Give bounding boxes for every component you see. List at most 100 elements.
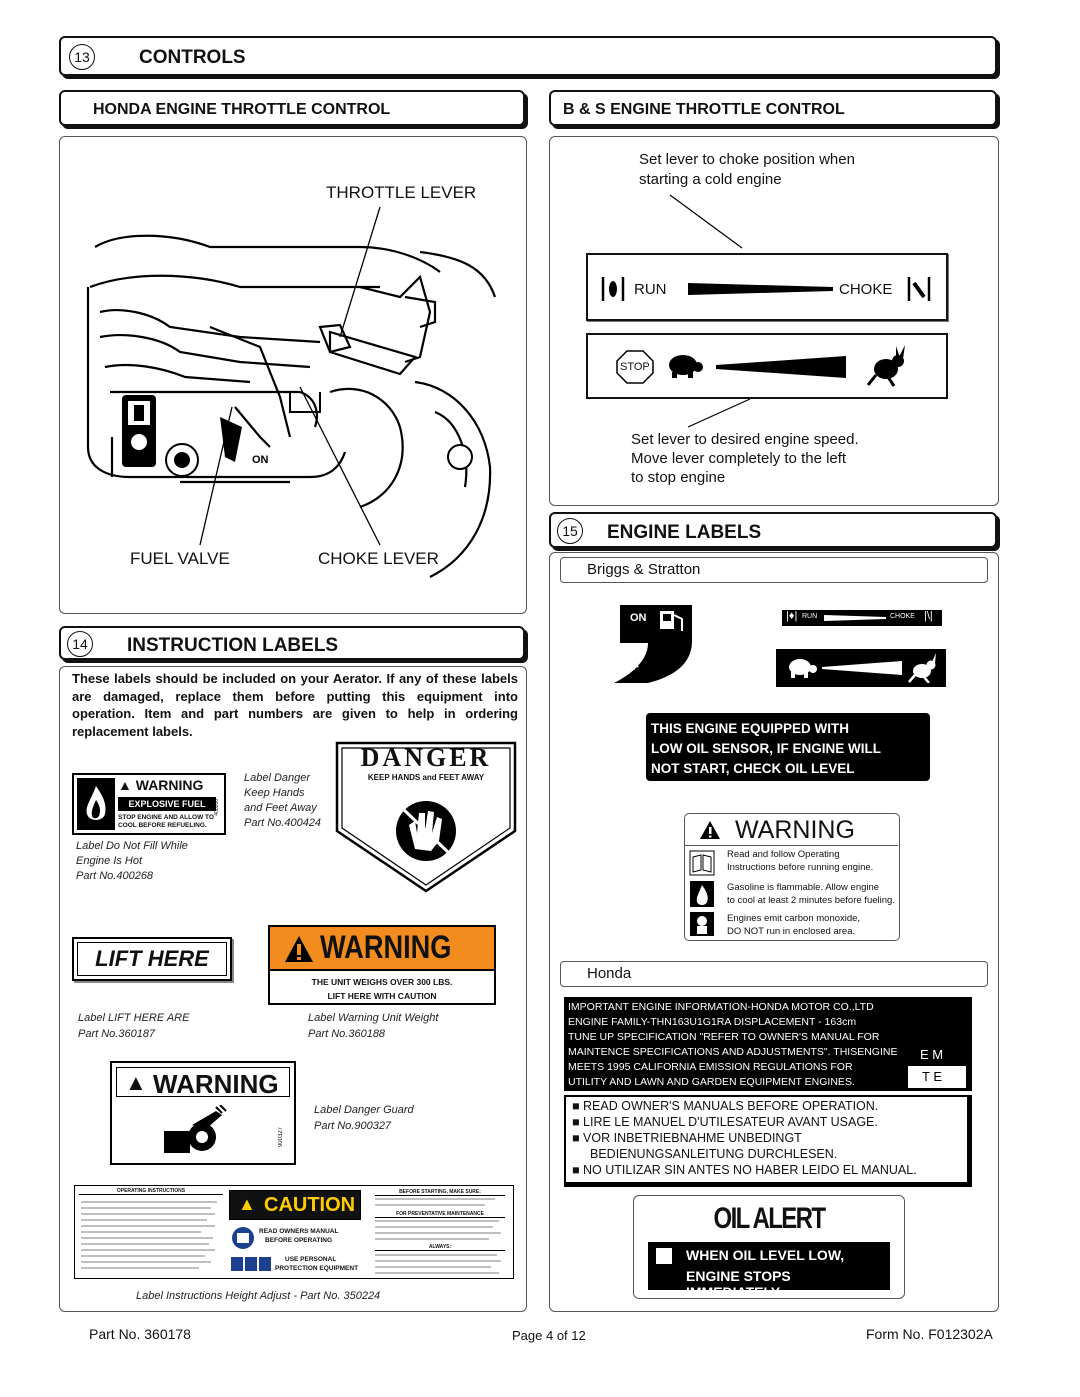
flame-icon bbox=[690, 881, 714, 907]
small-choke-text: CHOKE bbox=[890, 613, 915, 620]
caution-word: CAUTION bbox=[264, 1194, 356, 1216]
weight-warning-word: WARNING bbox=[320, 929, 452, 965]
honda-info-line-4: MAINTENCE SPECIFICATIONS AND ADJUSTMENTS… bbox=[568, 1046, 898, 1058]
throttle-wedge bbox=[688, 283, 833, 295]
choke-icon bbox=[907, 277, 931, 301]
honda-throttle-title: HONDA ENGINE THROTTLE CONTROL bbox=[93, 101, 391, 118]
oil-sensor-line-2: LOW OIL SENSOR, IF ENGINE WILL bbox=[651, 741, 882, 756]
honda-info-line-2: ENGINE FAMILY-THN163U1G1RA DISPLACEMENT … bbox=[568, 1016, 857, 1028]
section-number: 13 bbox=[69, 44, 95, 70]
weight-line-2: LIFT HERE WITH CAUTION bbox=[327, 991, 437, 1001]
oil-alert-label: OIL ALERT WHEN OIL LEVEL LOW, ENGINE STO… bbox=[633, 1195, 905, 1300]
manual-line-2: ■ LIRE LE MANUEL D'UTILESATEUR AVANT USA… bbox=[572, 1115, 878, 1129]
engine-warning-header: WARNING bbox=[685, 814, 898, 846]
choke-lever-label: CHOKE LEVER bbox=[318, 549, 439, 568]
fuel-warning-label: ▲ WARNING EXPLOSIVE FUEL STOP ENGINE AND… bbox=[72, 773, 226, 835]
oil-low-line-1: WHEN OIL LEVEL LOW, bbox=[686, 1247, 845, 1263]
alert-triangle-icon: ▲ bbox=[238, 1194, 256, 1214]
manual-line-4: BEDIENUNGSANLEITUNG DURCHLESEN. bbox=[590, 1147, 838, 1161]
fire-icon bbox=[77, 778, 115, 830]
height-adjust-label: OPERATING INSTRUCTIONS ▲ CAUTION READ OW… bbox=[74, 1185, 514, 1279]
honda-info-label: IMPORTANT ENGINE INFORMATION-HONDA MOTOR… bbox=[564, 997, 972, 1091]
weight-line-1: THE UNIT WEIGHS OVER 300 LBS. bbox=[311, 977, 453, 987]
engine-warning-word: WARNING bbox=[735, 816, 855, 844]
keep-hands-text: KEEP HANDS and FEET AWAY bbox=[367, 773, 485, 782]
lift-here-text: LIFT HERE bbox=[95, 946, 209, 971]
alert-triangle-icon bbox=[700, 821, 720, 839]
warn-row-3-b: DO NOT run in enclosed area. bbox=[727, 926, 856, 937]
read-manual-label: ■ READ OWNER'S MANUALS BEFORE OPERATION.… bbox=[564, 1095, 972, 1187]
read-manual-1: READ OWNERS MANUAL bbox=[259, 1228, 339, 1235]
rabbit-icon bbox=[908, 653, 936, 683]
briggs-tab: Briggs & Stratton bbox=[560, 557, 988, 583]
stop-icon bbox=[616, 350, 654, 384]
op-instructions-title: OPERATING INSTRUCTIONS bbox=[79, 1188, 223, 1195]
oil-bullet-icon bbox=[656, 1248, 672, 1264]
fuel-label-code: 400268 bbox=[214, 799, 220, 816]
on-off-fuel-label bbox=[614, 605, 692, 683]
oil-low-box: WHEN OIL LEVEL LOW, ENGINE STOPS IMMEDIA… bbox=[648, 1242, 890, 1300]
small-speed-plate bbox=[776, 649, 946, 687]
section-number: 14 bbox=[67, 631, 93, 657]
lift-here-label: LIFT HERE bbox=[72, 937, 232, 981]
use-ppe-1: USE PERSONAL bbox=[285, 1256, 337, 1263]
manual-text-2: LIRE LE MANUEL D'UTILESATEUR AVANT USAGE… bbox=[583, 1115, 878, 1129]
bs-pointer-lines bbox=[669, 194, 751, 428]
bs-throttle-header: B & S ENGINE THROTTLE CONTROL bbox=[549, 90, 997, 126]
manual-line-5: ■ NO UTILIZAR SIN ANTES NO HABER LEIDO E… bbox=[572, 1163, 917, 1177]
manual-line-1: ■ READ OWNER'S MANUALS BEFORE OPERATION. bbox=[572, 1099, 878, 1113]
speed-plate: STOP bbox=[586, 333, 948, 399]
warn-row-2-a: Gasoline is flammable. Allow engine bbox=[727, 882, 880, 893]
stop-engine-text-2: COOL BEFORE REFUELING. bbox=[118, 822, 207, 829]
engine-warning-label: WARNING Read and follow Operating Instru… bbox=[684, 813, 900, 941]
right-fine-print bbox=[375, 1198, 501, 1274]
honda-engine-illustration: ON bbox=[86, 206, 497, 578]
danger-caption-1: Label Danger bbox=[244, 772, 311, 784]
engine-labels-panel: Briggs & Stratton ON OFF |♦| RUN CHOKE |… bbox=[549, 552, 999, 1312]
bullet-square-icon: ■ bbox=[572, 1115, 584, 1129]
op-instructions-fine-print bbox=[81, 1201, 217, 1269]
choke-icon: |\| bbox=[924, 610, 933, 622]
section-title: INSTRUCTION LABELS bbox=[127, 635, 339, 656]
fuel-label-caption-2: Engine Is Hot bbox=[76, 855, 143, 867]
weight-warning-banner: WARNING bbox=[270, 927, 494, 971]
guard-label-code: 900327 bbox=[278, 1127, 284, 1148]
speed-note-2: Move lever completely to the left bbox=[631, 450, 847, 467]
alert-triangle-icon: ▲ bbox=[118, 777, 132, 793]
footer-page: Page 4 of 12 bbox=[512, 1328, 586, 1343]
manual-text-3: VOR INBETRIEBNAHME UNBEDINGT bbox=[583, 1131, 802, 1145]
honda-tab: Honda bbox=[560, 961, 988, 987]
book-icon bbox=[689, 850, 715, 876]
maintenance-title: FOR PREVENTATIVE MAINTENANCE bbox=[375, 1211, 505, 1218]
explosive-fuel-text: EXPLOSIVE FUEL bbox=[118, 797, 216, 811]
oil-sensor-label: THIS ENGINE EQUIPPED WITH LOW OIL SENSOR… bbox=[646, 713, 930, 781]
guard-warning-header: ▲ WARNING bbox=[116, 1067, 290, 1099]
oil-alert-title: OIL ALERT bbox=[713, 1202, 827, 1235]
guard-caption-2: Part No.900327 bbox=[314, 1120, 392, 1132]
fuel-label-caption-1: Label Do Not Fill While bbox=[76, 840, 188, 852]
weight-caption-2: Part No.360188 bbox=[308, 1028, 386, 1040]
bullet-square-icon: ■ bbox=[572, 1163, 584, 1177]
section-number: 15 bbox=[557, 518, 583, 544]
run-icon bbox=[601, 277, 625, 301]
fuel-label-caption-3: Part No.400268 bbox=[76, 870, 154, 882]
footer-form-number: Form No. F012302A bbox=[866, 1326, 993, 1342]
height-adjust-caption: Label Instructions Height Adjust - Part … bbox=[136, 1290, 381, 1302]
warn-row-3-a: Engines emit carbon monoxide, bbox=[727, 913, 861, 924]
weight-warning-label: WARNING THE UNIT WEIGHS OVER 300 LBS. LI… bbox=[268, 925, 496, 1005]
instruction-labels-panel: These labels should be included on your … bbox=[59, 666, 527, 1312]
honda-info-line-3: TUNE UP SPECIFICATION "REFER TO OWNER'S … bbox=[568, 1031, 880, 1043]
ppe-icons bbox=[231, 1257, 271, 1271]
alert-triangle-icon: ▲ bbox=[125, 1070, 147, 1095]
oil-sensor-line-1: THIS ENGINE EQUIPPED WITH bbox=[651, 721, 850, 736]
danger-label-shape bbox=[335, 741, 517, 893]
footer-part-number: Part No. 360178 bbox=[89, 1326, 191, 1342]
on-text: ON bbox=[630, 612, 647, 624]
danger-caption-2: Keep Hands bbox=[244, 787, 305, 799]
guard-caption-1: Label Danger Guard bbox=[314, 1104, 414, 1116]
oil-sensor-line-3: NOT START, CHECK OIL LEVEL bbox=[651, 761, 855, 776]
bs-throttle-title: B & S ENGINE THROTTLE CONTROL bbox=[563, 101, 845, 118]
lift-caption-1: Label LIFT HERE ARE bbox=[78, 1012, 190, 1024]
lift-here-inner bbox=[77, 942, 227, 976]
lift-caption-2: Part No.360187 bbox=[78, 1028, 156, 1040]
